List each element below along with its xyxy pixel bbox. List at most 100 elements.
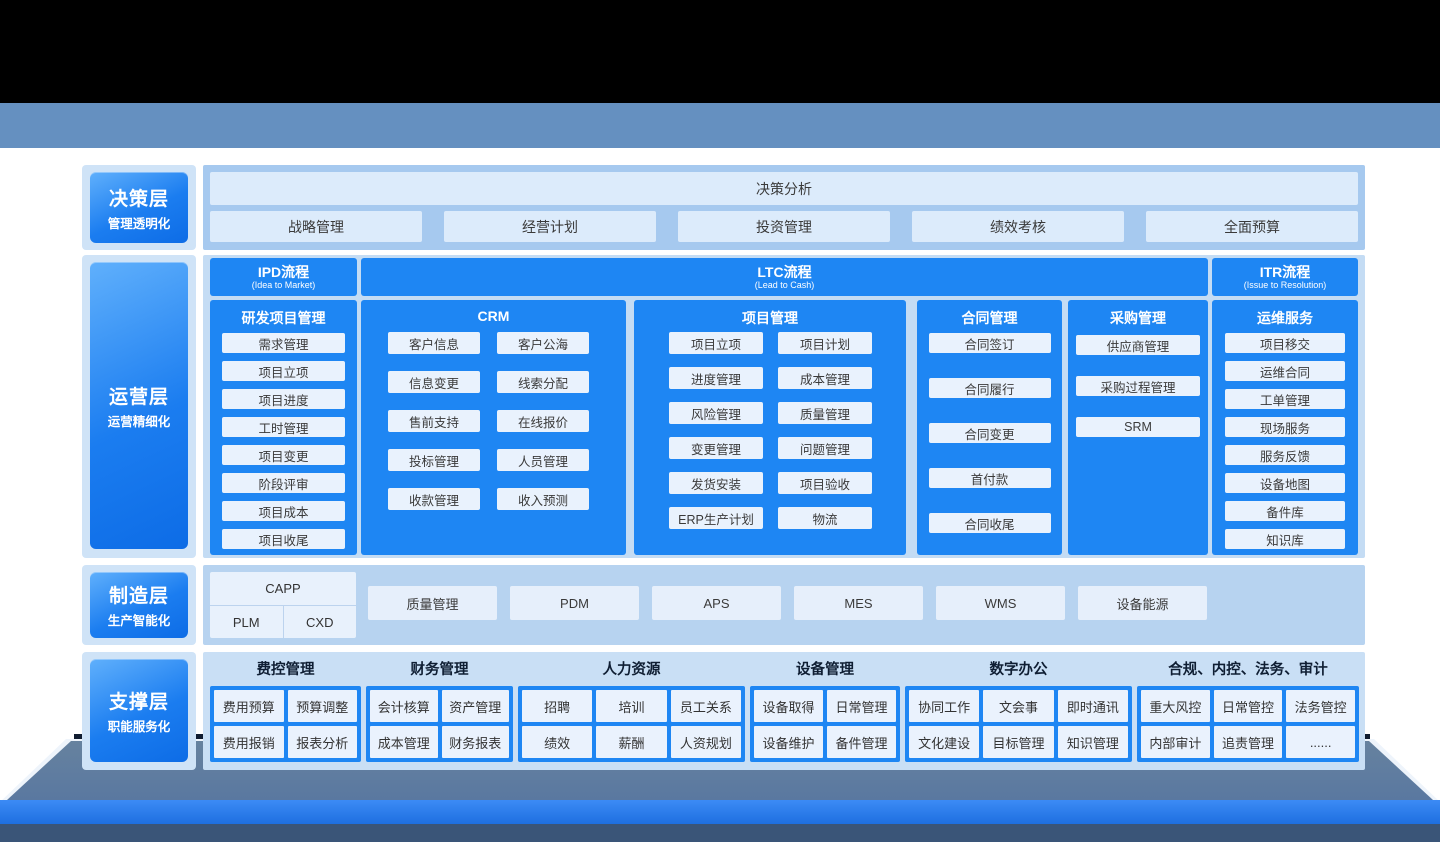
column-title: 采购管理 — [1110, 310, 1166, 326]
module-chip: 阶段评审 — [222, 473, 345, 493]
band-title: IPD流程 — [257, 263, 310, 280]
support-layer-subtitle: 职能服务化 — [107, 719, 171, 734]
module-chip: 需求管理 — [222, 333, 345, 353]
column-operation-service: 运维服务 项目移交 运维合同 工单管理 现场服务 服务反馈 设备地图 备件库 知… — [1212, 300, 1358, 555]
module-chip: 资产管理 — [441, 690, 509, 722]
module-chip: 项目收尾 — [222, 529, 345, 549]
module-chip: 发货安装 — [669, 472, 763, 494]
module-chip: 现场服务 — [1225, 417, 1345, 437]
module-chip: 物流 — [778, 507, 872, 529]
module-chip: 质量管理 — [368, 586, 497, 620]
module-chip: 绩效考核 — [912, 211, 1124, 242]
support-group-digital-office: 协同工作 文会事 即时通讯 文化建设 目标管理 知识管理 — [905, 686, 1132, 762]
module-chip: 在线报价 — [497, 410, 589, 432]
module-chip: 财务报表 — [441, 726, 509, 758]
manufacturing-layer-label-frame: 制造层 生产智能化 — [82, 565, 196, 645]
column-items: 需求管理 项目立项 项目进度 工时管理 项目变更 阶段评审 项目成本 项目收尾 — [210, 333, 357, 549]
module-chip: 合同履行 — [928, 378, 1051, 398]
column-items: 客户信息 客户公海 信息变更 线索分配 售前支持 在线报价 投标管理 人员管理 … — [388, 332, 589, 510]
column-procurement-mgmt: 采购管理 供应商管理 采购过程管理 SRM — [1068, 300, 1208, 555]
band-subtitle: (Issue to Resolution) — [1243, 279, 1327, 290]
band-title: LTC流程 — [757, 263, 812, 280]
module-chip: 收款管理 — [388, 488, 480, 510]
column-contract-mgmt: 合同管理 合同签订 合同履行 合同变更 首付款 合同收尾 — [917, 300, 1062, 555]
module-chip: 首付款 — [928, 468, 1051, 488]
support-layer-label-frame: 支撑层 职能服务化 — [82, 652, 196, 770]
module-chip: 项目移交 — [1225, 333, 1345, 353]
column-items: 合同签订 合同履行 合同变更 首付款 合同收尾 — [917, 333, 1062, 533]
module-chip: 项目计划 — [778, 332, 872, 354]
column-title: 研发项目管理 — [241, 310, 326, 326]
column-title: CRM — [477, 308, 510, 324]
column-title: 项目管理 — [742, 310, 798, 326]
module-chip: 人资规划 — [670, 726, 741, 758]
band-subtitle: (Idea to Market) — [251, 279, 316, 290]
module-chip: 知识库 — [1225, 529, 1345, 549]
module-chip: 线索分配 — [497, 371, 589, 393]
top-black-bar — [0, 0, 1440, 103]
module-chip: 招聘 — [522, 690, 593, 722]
module-chip: 日常管控 — [1213, 690, 1283, 722]
module-chip: 即时通讯 — [1057, 690, 1128, 722]
module-chip: CAPP — [210, 572, 356, 606]
decision-analysis-bar: 决策分析 — [210, 172, 1358, 205]
process-band-ipd: IPD流程 (Idea to Market) — [210, 258, 357, 296]
module-chip: PDM — [510, 586, 639, 620]
module-chip: 内部审计 — [1141, 726, 1210, 758]
module-chip: MES — [794, 586, 923, 620]
module-chip: 质量管理 — [778, 402, 872, 424]
column-items: 项目移交 运维合同 工单管理 现场服务 服务反馈 设备地图 备件库 知识库 — [1212, 333, 1358, 549]
module-chip: 文会事 — [983, 690, 1054, 722]
module-chip: 进度管理 — [669, 367, 763, 389]
module-chip: 信息变更 — [388, 371, 480, 393]
module-chip: 采购过程管理 — [1076, 376, 1200, 396]
module-chip: CXD — [282, 606, 357, 638]
module-chip: 投标管理 — [388, 449, 480, 471]
module-chip: 战略管理 — [210, 211, 422, 242]
decision-layer-panel: 决策分析 战略管理 经营计划 投资管理 绩效考核 全面预算 — [203, 165, 1365, 250]
operation-layer-subtitle: 运营精细化 — [107, 414, 171, 429]
module-chip: SRM — [1076, 417, 1200, 437]
support-group-finance: 会计核算 资产管理 成本管理 财务报表 — [366, 686, 513, 762]
module-chip: 客户公海 — [497, 332, 589, 354]
module-chip: 投资管理 — [678, 211, 890, 242]
module-chip: 项目立项 — [222, 361, 345, 381]
module-chip: 设备地图 — [1225, 473, 1345, 493]
decision-layer-title: 决策层 — [108, 188, 169, 210]
module-chip: 设备取得 — [754, 690, 823, 722]
operation-layer-label-frame: 运营层 运营精细化 — [82, 255, 196, 558]
module-chip: 薪酬 — [596, 726, 667, 758]
module-chip: 运维合同 — [1225, 361, 1345, 381]
module-chip: 日常管理 — [827, 690, 896, 722]
module-chip: 项目立项 — [669, 332, 763, 354]
decision-layer-label: 决策层 管理透明化 — [90, 172, 188, 243]
column-items: 供应商管理 采购过程管理 SRM — [1068, 335, 1208, 437]
support-group-compliance: 重大风控 日常管控 法务管控 内部审计 追责管理 ...... — [1137, 686, 1359, 762]
module-chip: 收入预测 — [497, 488, 589, 510]
module-chip: 供应商管理 — [1076, 335, 1200, 355]
module-chip: ...... — [1286, 726, 1355, 758]
manufacturing-layer-subtitle: 生产智能化 — [107, 614, 171, 628]
module-chip: 费用报销 — [214, 726, 284, 758]
platform-shadow-band — [0, 824, 1440, 842]
column-project-mgmt: 项目管理 项目立项 项目计划 进度管理 成本管理 风险管理 质量管理 变更管理 … — [634, 300, 906, 555]
platform-front-band — [0, 800, 1440, 824]
module-chip: 预算调整 — [287, 690, 357, 722]
module-chip: 客户信息 — [388, 332, 480, 354]
module-chip: 费用预算 — [214, 690, 284, 722]
module-chip: APS — [652, 586, 781, 620]
decision-layer-label-frame: 决策层 管理透明化 — [82, 165, 196, 250]
module-chip: PLM — [232, 614, 260, 630]
support-group-title: 人力资源 — [602, 662, 661, 678]
module-chip: 备件库 — [1225, 501, 1345, 521]
module-chip: 目标管理 — [983, 726, 1054, 758]
support-group-equipment: 设备取得 日常管理 设备维护 备件管理 — [750, 686, 900, 762]
process-band-ltc: LTC流程 (Lead to Cash) — [361, 258, 1208, 296]
support-group-title: 设备管理 — [796, 662, 854, 678]
module-chip: ERP生产计划 — [669, 507, 763, 529]
module-chip: 项目变更 — [222, 445, 345, 465]
module-chip: 绩效 — [522, 726, 593, 758]
module-chip: 项目验收 — [778, 472, 872, 494]
module-chip: 售前支持 — [388, 410, 480, 432]
